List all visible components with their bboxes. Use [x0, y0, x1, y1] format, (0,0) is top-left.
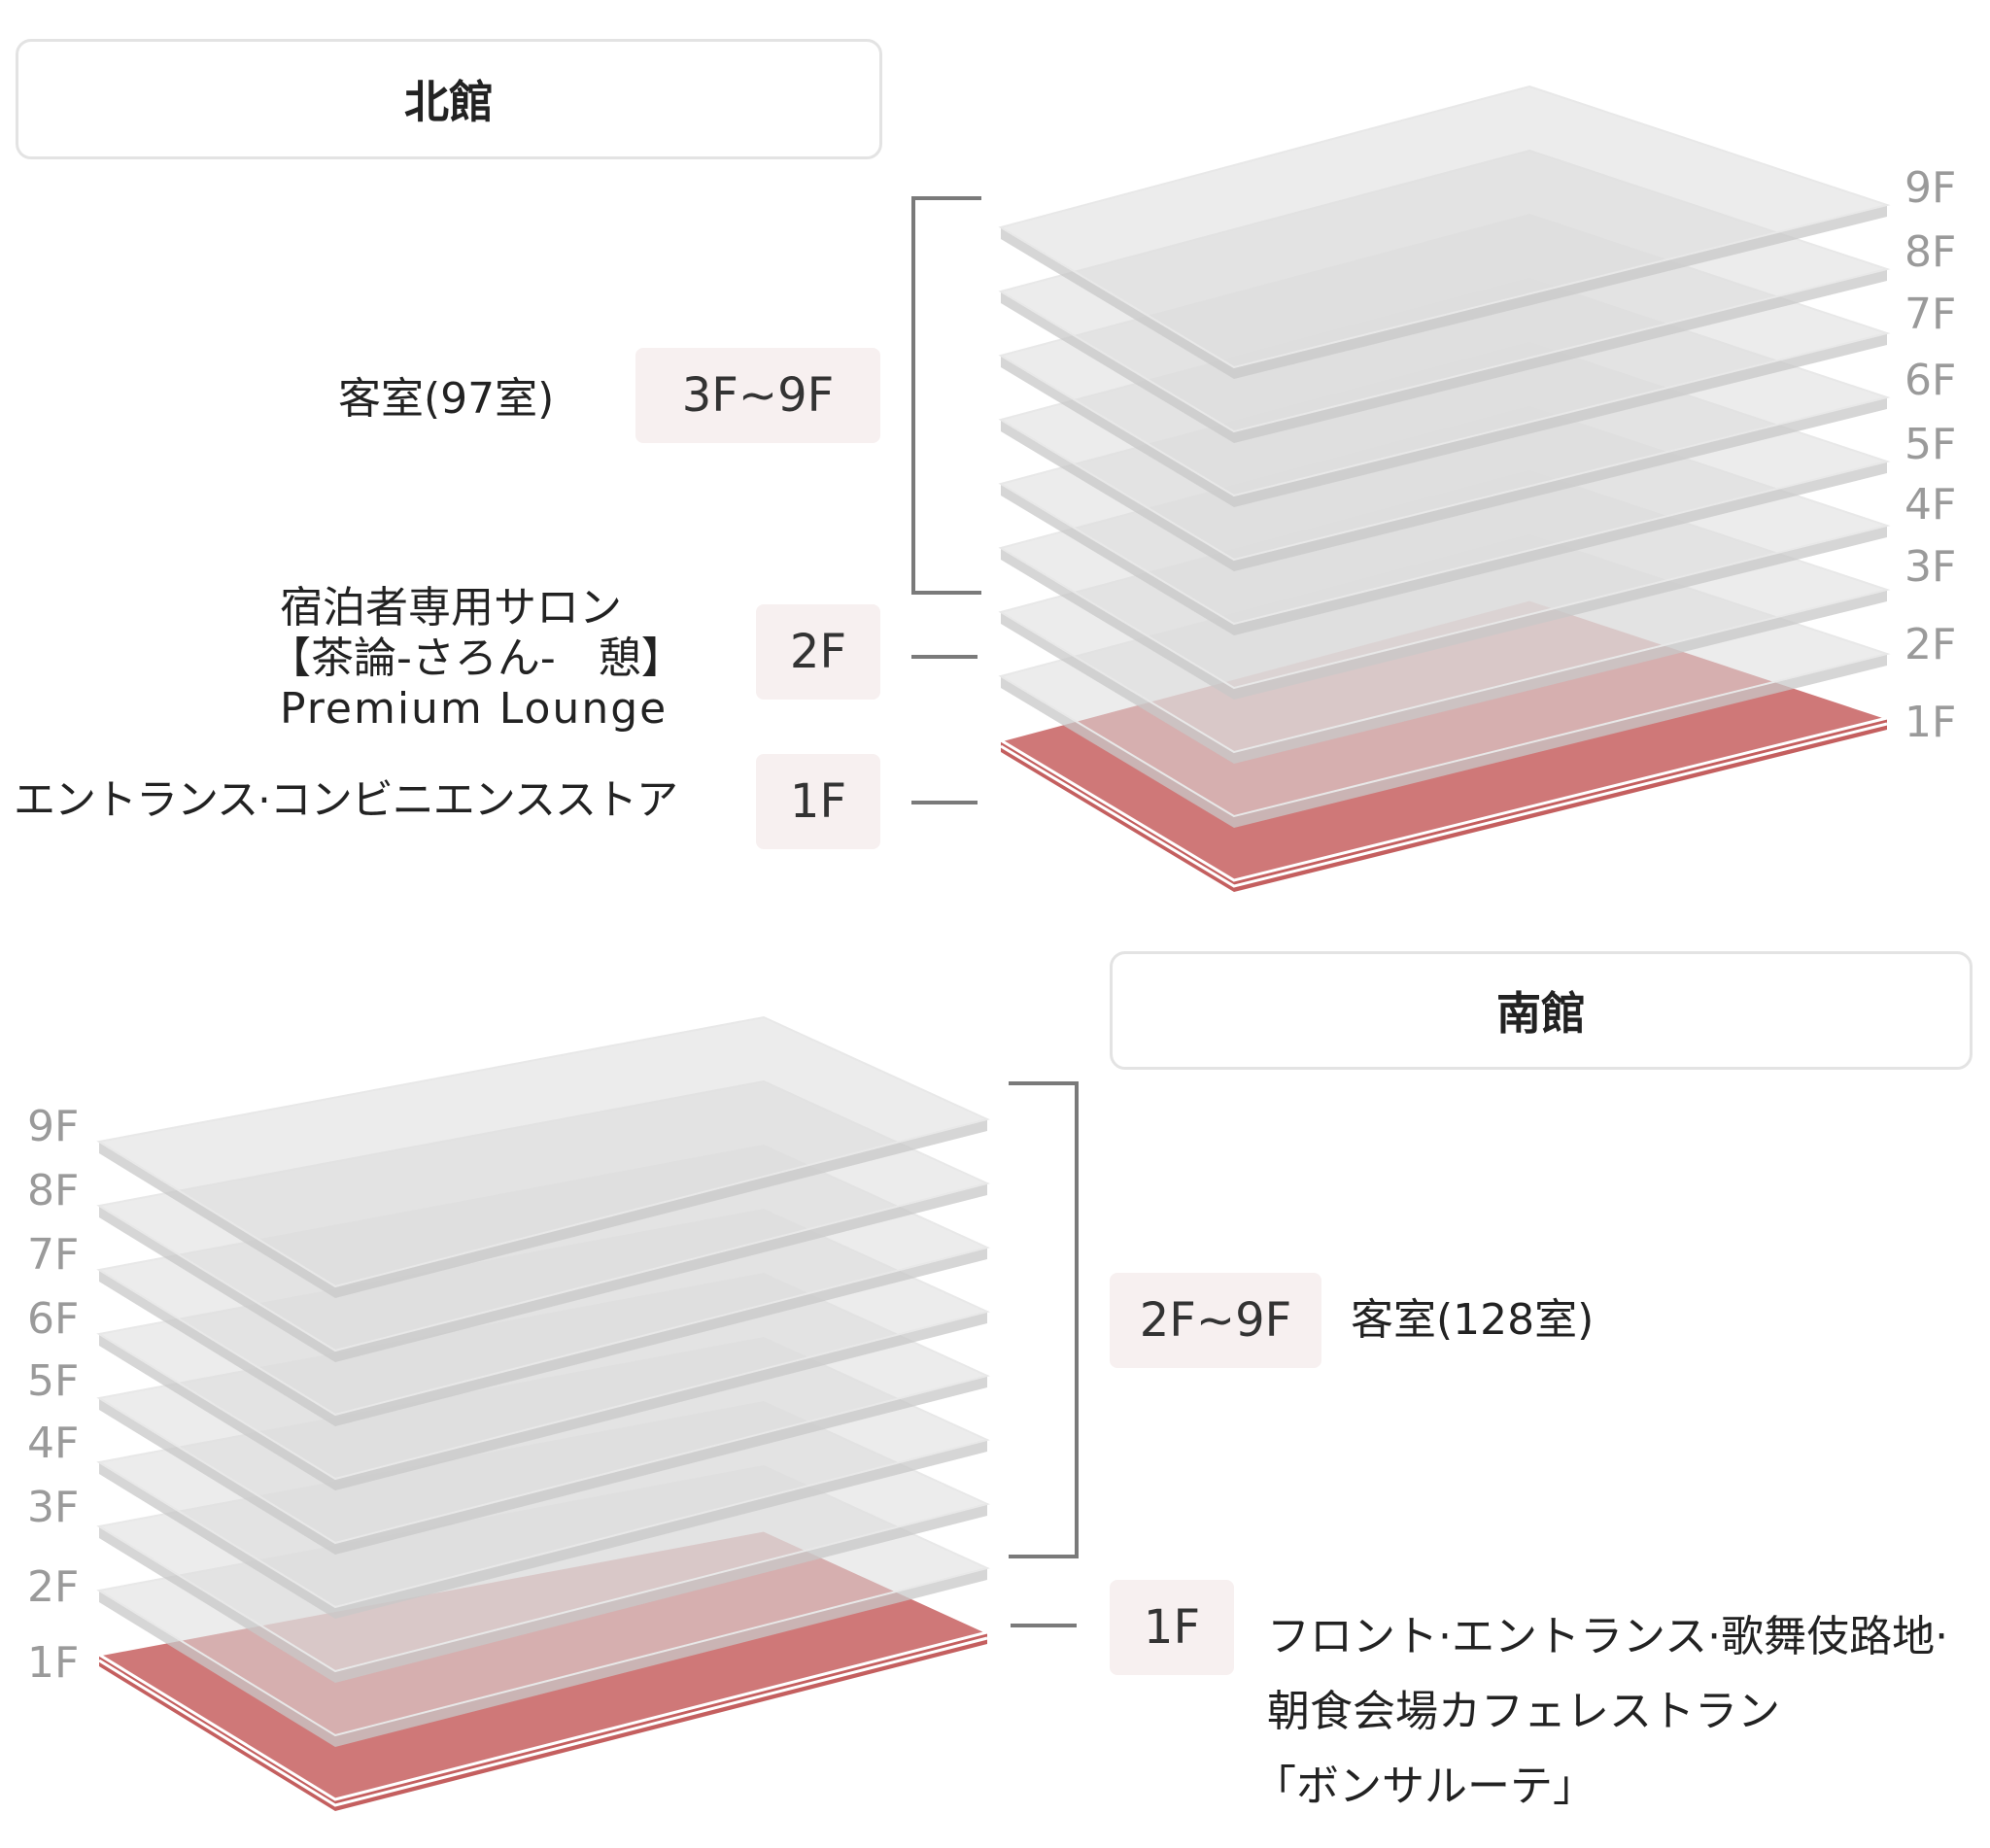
- south-front-line3: 「ボンサルーテ」: [1253, 1762, 1595, 1811]
- south-floor-label-3f: 3F: [27, 1483, 80, 1532]
- south-floor-slab-9f: [96, 1015, 990, 1298]
- south-connectors: [1009, 1081, 1079, 1627]
- north-floor-label-9f: 9F: [1904, 163, 1957, 213]
- north-floor-label-3f: 3F: [1904, 542, 1957, 592]
- north-rooms-tag: 3F~9F: [635, 348, 880, 443]
- north-entrance-label: エントランス·コンビニエンスストア: [14, 776, 678, 825]
- north-salon-line3: Premium Lounge: [280, 684, 669, 734]
- north-rooms-bracket: [911, 196, 981, 595]
- south-floor-label-9f: 9F: [27, 1102, 80, 1151]
- south-floor-label-6f: 6F: [27, 1294, 80, 1344]
- north-floor-label-4f: 4F: [1904, 480, 1957, 530]
- north-floor-label-7f: 7F: [1904, 290, 1957, 339]
- south-floor-label-1f: 1F: [27, 1638, 80, 1688]
- north-slab-top-9f: [998, 85, 1891, 369]
- south-front-line1: フロント·エントランス·歌舞伎路地·: [1267, 1612, 1949, 1661]
- south-front-line2: 朝食会場カフェレストラン: [1267, 1687, 1780, 1736]
- north-floor-label-8f: 8F: [1904, 227, 1957, 277]
- south-rooms-tag: 2F~9F: [1110, 1273, 1321, 1368]
- north-floor-label-6f: 6F: [1904, 356, 1957, 405]
- north-building-stack: [997, 85, 1893, 892]
- south-front-tag: 1F: [1110, 1580, 1234, 1675]
- south-building-stack: [94, 1015, 992, 1811]
- south-slab-highlight-line: [98, 1636, 988, 1807]
- south-building-title: 南館: [1110, 951, 1973, 1070]
- north-entrance-tag: 1F: [756, 754, 880, 849]
- north-floor-label-2f: 2F: [1904, 620, 1957, 669]
- north-floor-label-1f: 1F: [1904, 698, 1957, 747]
- north-salon-description: 宿泊者専用サロン 【茶論-さろん- 憩】 Premium Lounge: [268, 583, 684, 735]
- south-floor-label-8f: 8F: [27, 1166, 80, 1215]
- south-front-description: フロント·エントランス·歌舞伎路地· 朝食会場カフェレストラン 「ボンサルーテ」: [1253, 1599, 1949, 1824]
- north-connectors: [911, 196, 981, 804]
- north-floor-slab-9f: [998, 85, 1891, 379]
- south-slab-top-9f: [96, 1015, 990, 1288]
- north-salon-line2: 【茶論-さろん- 憩】: [268, 633, 684, 683]
- north-salon-tag: 2F: [756, 604, 880, 700]
- south-floor-label-5f: 5F: [27, 1356, 80, 1406]
- south-rooms-bracket: [1009, 1081, 1079, 1558]
- north-building-title: 北館: [16, 39, 882, 159]
- south-floor-label-2f: 2F: [27, 1562, 80, 1612]
- north-floor-label-5f: 5F: [1904, 420, 1957, 469]
- south-floor-label-4f: 4F: [27, 1419, 80, 1468]
- south-rooms-label: 客室(128室): [1351, 1295, 1595, 1345]
- north-salon-line1: 宿泊者専用サロン: [280, 583, 622, 633]
- north-slab-highlight-line: [1000, 722, 1888, 888]
- south-floor-label-7f: 7F: [27, 1230, 80, 1280]
- north-rooms-label: 客室(97室): [338, 374, 555, 424]
